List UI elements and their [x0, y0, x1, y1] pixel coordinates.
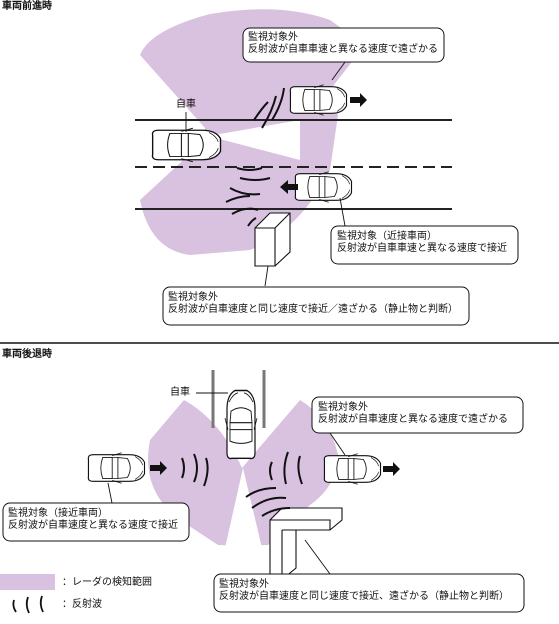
callout-right-text: 監視対象外 反射波が自車速度と異なる速度で遠ざかる — [318, 402, 508, 426]
forward-section-title: 車両前進時 — [2, 1, 52, 12]
callout-left-line2: 反射波が自車速度と異なる速度で接近 — [8, 520, 178, 531]
callout-approach-line1: 監視対象（近接車両） — [337, 231, 437, 242]
callout-static-reverse-line1: 監視対象外 — [219, 579, 269, 590]
legend-wave-label: ：反射波 — [62, 599, 102, 610]
callout-approach-line2: 反射波が自車車速と異なる速度で接近 — [337, 243, 507, 254]
reflected-waves-forward-upper — [253, 87, 285, 129]
callout-right-line2: 反射波が自車速度と異なる速度で遠ざかる — [318, 414, 508, 425]
vehicle-receding-forward — [289, 84, 348, 116]
callout-right-line1: 監視対象外 — [318, 402, 368, 413]
callout-top-box — [242, 27, 445, 63]
callout-left-text: 監視対象（接近車両） 反射波が自車速度と異なる速度で接近 — [8, 508, 178, 532]
callout-left-box — [2, 502, 190, 542]
own-vehicle-reverse — [224, 389, 258, 460]
callout-right-box — [311, 396, 524, 434]
callout-static-leader-reverse — [304, 539, 331, 575]
own-vehicle-label-forward: 自車 — [176, 99, 196, 110]
callout-static-forward-line2: 反射波が自車速度と同じ速度で接近／遠ざかる（静止物と判断） — [168, 304, 458, 315]
reflected-waves-forward-right — [229, 167, 271, 196]
reflected-waves-reverse-right — [269, 451, 303, 485]
legend-wave-icon — [12, 595, 44, 614]
callout-static-forward-text: 監視対象外 反射波が自車速度と同じ速度で接近／遠ざかる（静止物と判断） — [168, 292, 458, 316]
callout-static-leader-forward — [264, 265, 269, 287]
callout-static-reverse-line2: 反射波が自車速度と同じ速度で接近、遠ざかる（静止物と判断） — [219, 591, 509, 602]
callout-left-leader — [107, 482, 113, 504]
legend-detection-swatch — [0, 574, 55, 590]
own-vehicle-forward — [151, 127, 222, 163]
reverse-section-title: 車両後退時 — [2, 349, 52, 360]
vehicle-receding-reverse — [323, 453, 382, 485]
own-vehicle-label-reverse: 自車 — [170, 387, 190, 398]
reflected-waves-reverse-left — [181, 453, 209, 487]
arrow-left-forward — [280, 180, 298, 194]
callout-approach-box — [330, 225, 519, 265]
static-object-reverse — [269, 507, 343, 579]
legend-detection-label: ：レーダの検知範囲 — [62, 577, 152, 588]
reflected-waves-forward-lower — [225, 195, 259, 227]
vehicle-approaching-reverse — [87, 452, 146, 484]
arrow-right-forward — [350, 93, 367, 107]
callout-static-box-forward — [162, 286, 470, 326]
callout-right-leader — [329, 432, 346, 456]
callout-approach-text: 監視対象（近接車両） 反射波が自車車速と異なる速度で接近 — [337, 231, 507, 255]
arrow-right-reverse-left — [150, 461, 167, 475]
detection-notch — [208, 120, 300, 160]
callout-static-forward-line1: 監視対象外 — [168, 292, 218, 303]
callout-top-line2: 反射波が自車車速と異なる速度で遠ざかる — [248, 44, 438, 55]
arrow-right-reverse-right — [383, 462, 400, 476]
vehicle-approaching-forward — [294, 171, 353, 203]
static-object-forward — [254, 212, 291, 267]
reflected-waves-reverse-lower — [245, 487, 291, 517]
callout-static-reverse-text: 監視対象外 反射波が自車速度と同じ速度で接近、遠ざかる（静止物と判断） — [219, 579, 509, 603]
callout-left-line1: 監視対象（接近車両） — [8, 508, 108, 519]
callout-static-box-reverse — [213, 573, 525, 613]
detection-notch-reverse — [225, 468, 262, 548]
callout-top-text: 監視対象外 反射波が自車車速と異なる速度で遠ざかる — [248, 32, 438, 56]
callout-top-line1: 監視対象外 — [248, 32, 298, 43]
callout-top-leader — [331, 61, 346, 81]
callout-approach-leader — [339, 197, 346, 227]
